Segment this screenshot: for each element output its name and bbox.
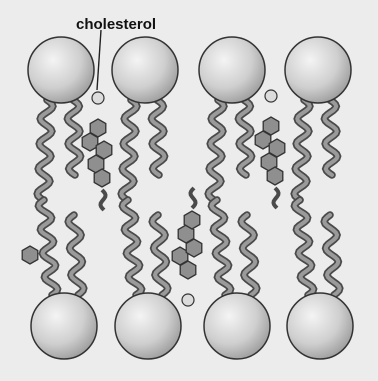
cholesterol-edge-ring (22, 246, 38, 264)
upper-head (199, 37, 265, 103)
cholesterol-lower-1-ring (172, 247, 188, 265)
cholesterol-upper-1-ring (82, 133, 98, 151)
upper-head (28, 37, 94, 103)
cholesterol-upper-1-ring (94, 169, 110, 187)
lower-head (204, 293, 270, 359)
cholesterol-upper-2-ring (255, 131, 271, 149)
cholesterol-upper-2-hydroxyl (265, 90, 277, 102)
lower-head (287, 293, 353, 359)
lower-head (115, 293, 181, 359)
cholesterol-upper-2-ring (267, 167, 283, 185)
lower-head (31, 293, 97, 359)
cholesterol-label: cholesterol (76, 16, 156, 33)
cholesterol-upper-1-hydroxyl (92, 92, 104, 104)
upper-head (112, 37, 178, 103)
cholesterol-lower-1-ring (184, 211, 200, 229)
cholesterol-lower-1-hydroxyl (182, 294, 194, 306)
upper-head (285, 37, 351, 103)
